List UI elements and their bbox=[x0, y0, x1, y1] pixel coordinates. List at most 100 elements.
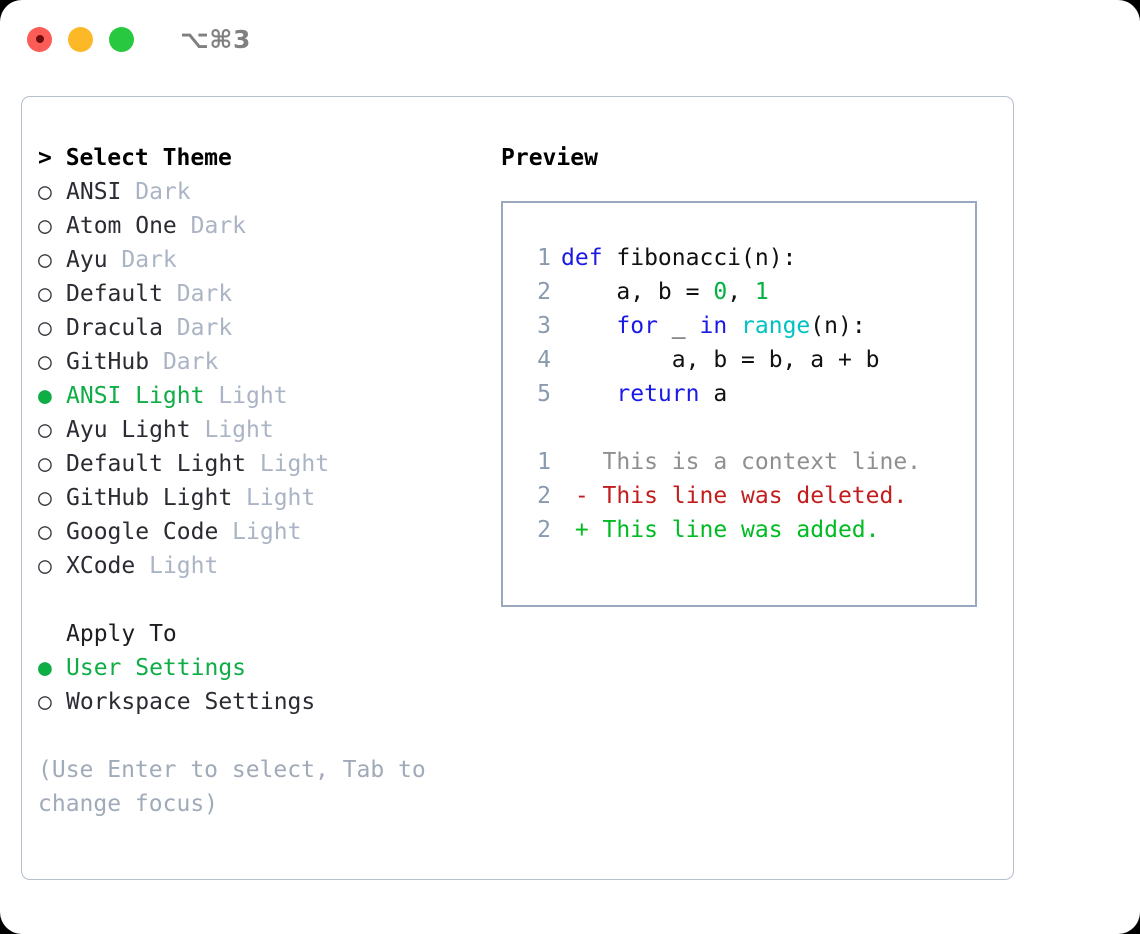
theme-option-ansi-light[interactable]: ● ANSI Light Light bbox=[38, 379, 478, 413]
keyboard-shortcut-label: ⌥⌘3 bbox=[180, 24, 251, 54]
theme-option-label: XCode bbox=[66, 553, 136, 579]
diff-line-del: 2 - This line was deleted. bbox=[517, 479, 975, 513]
code-text: for _ in range(n): bbox=[561, 309, 866, 343]
radio-unselected-icon: ○ bbox=[38, 689, 52, 715]
theme-option-label: Dracula bbox=[66, 315, 163, 341]
theme-option-variant: Light bbox=[232, 485, 316, 511]
theme-option-label: Default bbox=[66, 281, 163, 307]
radio-unselected-icon: ○ bbox=[38, 485, 52, 511]
radio-unselected-icon: ○ bbox=[38, 349, 52, 375]
apply-to-header: Apply To bbox=[66, 621, 177, 647]
diff-sample: 1 This is a context line.2 - This line w… bbox=[517, 445, 975, 547]
theme-option-label: ANSI Light bbox=[66, 383, 205, 409]
code-token-fn: range bbox=[741, 313, 811, 339]
code-text: a, b = 0, 1 bbox=[561, 275, 769, 309]
theme-option-variant: Light bbox=[190, 417, 274, 443]
radio-unselected-icon: ○ bbox=[38, 213, 52, 239]
code-text: a, b = b, a + b bbox=[561, 343, 880, 377]
window-controls bbox=[27, 26, 134, 52]
code-token-kw: for bbox=[616, 313, 658, 339]
code-token-num: 1 bbox=[754, 279, 769, 305]
section-spacer bbox=[38, 583, 478, 617]
line-number: 3 bbox=[537, 313, 551, 339]
line-number: 4 bbox=[537, 347, 551, 373]
code-token-pln: a, b = b, a + b bbox=[561, 347, 880, 373]
theme-option-label: Default Light bbox=[66, 451, 247, 477]
code-line: 2 a, b = 0, 1 bbox=[517, 275, 975, 309]
code-token-pln: fibonacci(n): bbox=[616, 245, 797, 271]
code-token-pln: (n): bbox=[810, 313, 866, 339]
code-token-pln bbox=[561, 313, 616, 339]
theme-option-default[interactable]: ○ Default Dark bbox=[38, 277, 478, 311]
theme-option-ansi[interactable]: ○ ANSI Dark bbox=[38, 175, 478, 209]
theme-option-variant: Dark bbox=[149, 349, 219, 375]
theme-option-variant: Light bbox=[218, 519, 302, 545]
preview-header: Preview bbox=[501, 145, 598, 171]
theme-option-variant: Dark bbox=[121, 179, 191, 205]
title-bar: ⌥⌘3 bbox=[0, 0, 1140, 78]
code-line: 4 a, b = b, a + b bbox=[517, 343, 975, 377]
theme-option-dracula[interactable]: ○Dracula Dark bbox=[38, 311, 478, 345]
theme-option-xcode[interactable]: ○XCode Light bbox=[38, 549, 478, 583]
zoom-button[interactable] bbox=[109, 26, 134, 52]
hint-spacer bbox=[38, 719, 478, 753]
radio-unselected-icon: ○ bbox=[38, 519, 52, 545]
code-token-pln: _ bbox=[657, 313, 700, 339]
apply-option-workspace-settings[interactable]: ○ Workspace Settings bbox=[38, 685, 478, 719]
line-number: 2 bbox=[537, 483, 551, 509]
line-number: 2 bbox=[537, 279, 551, 305]
code-token-pln: , bbox=[727, 279, 755, 305]
apply-option-label: Workspace Settings bbox=[66, 689, 316, 715]
panel-columns: > Select Theme ○ANSI Dark○Atom One Dark○… bbox=[22, 97, 1013, 879]
line-number: 2 bbox=[537, 517, 551, 543]
code-token-kw: in bbox=[699, 313, 728, 339]
code-line: 5 return a bbox=[517, 377, 975, 411]
code-token-pln bbox=[561, 381, 616, 407]
theme-option-variant: Dark bbox=[162, 281, 233, 307]
code-diff-spacer bbox=[517, 411, 975, 445]
radio-unselected-icon: ○ bbox=[38, 281, 52, 307]
theme-option-label: Ayu Light bbox=[66, 417, 191, 443]
main-panel: > Select Theme ○ANSI Dark○Atom One Dark○… bbox=[21, 96, 1014, 880]
code-token-kw: return bbox=[616, 381, 700, 407]
theme-option-variant: Dark bbox=[176, 213, 247, 239]
theme-option-google-code[interactable]: ○ Google Code Light bbox=[38, 515, 478, 549]
theme-option-list[interactable]: ○ANSI Dark○Atom One Dark○Ayu Dark○Defaul… bbox=[38, 175, 478, 583]
radio-selected-icon: ● bbox=[38, 383, 52, 409]
theme-picker-column: > Select Theme ○ANSI Dark○Atom One Dark○… bbox=[38, 141, 478, 821]
minimize-button[interactable] bbox=[68, 26, 93, 52]
code-text: def fibonacci(n): bbox=[561, 241, 796, 275]
close-button[interactable] bbox=[27, 26, 52, 52]
theme-option-default-light[interactable]: ○Default Light Light bbox=[38, 447, 478, 481]
theme-option-ayu[interactable]: ○Ayu Dark bbox=[38, 243, 478, 277]
theme-option-label: GitHub Light bbox=[66, 485, 233, 511]
theme-option-ayu-light[interactable]: ○ Ayu Light Light bbox=[38, 413, 478, 447]
theme-option-label: GitHub bbox=[66, 349, 150, 375]
line-number: 1 bbox=[537, 245, 551, 271]
radio-unselected-icon: ○ bbox=[38, 553, 52, 579]
keyboard-hint: (Use Enter to select, Tab to change focu… bbox=[38, 757, 440, 817]
theme-option-github-light[interactable]: ○ GitHub Light Light bbox=[38, 481, 478, 515]
code-token-pln: a bbox=[699, 381, 728, 407]
theme-option-variant: Light bbox=[204, 383, 288, 409]
radio-unselected-icon: ○ bbox=[38, 315, 52, 341]
code-token-pln: a, b = bbox=[561, 279, 714, 305]
radio-unselected-icon: ○ bbox=[38, 417, 52, 443]
radio-unselected-icon: ○ bbox=[38, 179, 52, 205]
select-theme-header: > Select Theme bbox=[38, 145, 232, 171]
diff-line-ctx: 1 This is a context line. bbox=[517, 445, 975, 479]
theme-option-variant: Light bbox=[246, 451, 330, 477]
theme-option-atom-one[interactable]: ○Atom One Dark bbox=[38, 209, 478, 243]
theme-option-label: ANSI bbox=[66, 179, 122, 205]
code-token-kw: def bbox=[561, 245, 617, 271]
theme-option-variant: Dark bbox=[107, 247, 177, 273]
theme-option-label: Google Code bbox=[66, 519, 219, 545]
apply-option-user-settings[interactable]: ●User Settings bbox=[38, 651, 478, 685]
apply-to-option-list[interactable]: ●User Settings ○ Workspace Settings bbox=[38, 651, 478, 719]
code-token-num: 0 bbox=[713, 279, 728, 305]
theme-option-github[interactable]: ○ GitHub Dark bbox=[38, 345, 478, 379]
